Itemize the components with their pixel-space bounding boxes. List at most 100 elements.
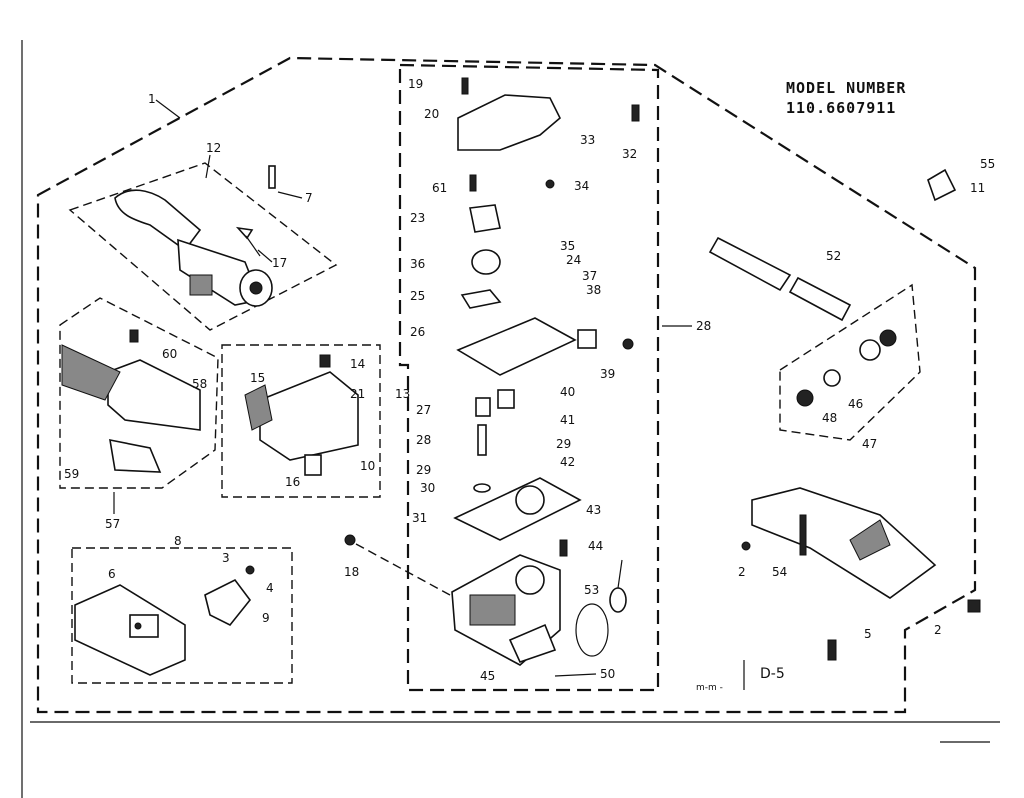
callout-24: 36 bbox=[410, 257, 425, 271]
callout-38: 38 bbox=[586, 283, 601, 297]
screw-2b bbox=[967, 599, 981, 613]
callout-4: 4 bbox=[266, 581, 274, 595]
callout-21: 21 bbox=[350, 387, 365, 401]
callout-32: 32 bbox=[622, 147, 637, 161]
screw-18 bbox=[344, 534, 356, 546]
callout-52: 11 bbox=[970, 181, 985, 195]
callout-35: 35 bbox=[560, 239, 575, 253]
valve-40 bbox=[497, 389, 515, 409]
callout-13: 13 bbox=[395, 387, 410, 401]
callout-9: 9 bbox=[262, 611, 270, 625]
screw-39 bbox=[622, 338, 634, 350]
group-57-box bbox=[59, 297, 219, 489]
thermocouple-loop bbox=[575, 559, 627, 657]
callout-61: 61 bbox=[432, 181, 447, 195]
bracket-23 bbox=[469, 204, 501, 233]
callout-57: 57 bbox=[105, 517, 120, 531]
callout-54: 54 bbox=[772, 565, 787, 579]
callout-11: 55 bbox=[980, 157, 995, 171]
callout-28: 28 bbox=[416, 433, 431, 447]
callout-60: 60 bbox=[162, 347, 177, 361]
callout-36: 24 bbox=[566, 253, 581, 267]
igniter-bracket bbox=[74, 565, 255, 676]
callout-31: 31 bbox=[412, 511, 427, 525]
callout-41: 41 bbox=[560, 413, 575, 427]
callout-8: 8 bbox=[174, 534, 182, 548]
assembly-outline bbox=[36, 56, 977, 714]
diaphragm-plate bbox=[456, 317, 577, 376]
model-number-label: MODEL NUMBER bbox=[786, 79, 906, 97]
callout-26: 26 bbox=[410, 325, 425, 339]
screw-5 bbox=[827, 639, 837, 661]
screw-7 bbox=[268, 165, 276, 189]
callout-16: 16 bbox=[285, 475, 300, 489]
callout-30: 30 bbox=[420, 481, 435, 495]
block-38 bbox=[577, 329, 597, 349]
callout-29b: 29 bbox=[556, 437, 571, 451]
callout-7: 7 bbox=[305, 191, 313, 205]
fittings-47-48 bbox=[796, 329, 897, 407]
page-code: D-5 bbox=[760, 666, 785, 682]
bracket-54 bbox=[751, 487, 937, 599]
valve-body-45 bbox=[451, 554, 561, 666]
screw-44 bbox=[559, 539, 568, 557]
washer-30 bbox=[473, 483, 491, 493]
callout-5: 5 bbox=[864, 627, 872, 641]
burner-tube bbox=[114, 189, 273, 307]
tube-46 bbox=[708, 236, 852, 322]
callout-55: 28 bbox=[696, 319, 711, 333]
callout-12: 12 bbox=[206, 141, 221, 155]
callout-43: 43 bbox=[586, 503, 601, 517]
valve-body-upper bbox=[453, 477, 582, 541]
callout-39: 39 bbox=[600, 367, 615, 381]
screw-32 bbox=[631, 104, 640, 122]
group-13-box bbox=[221, 344, 381, 498]
burner-group-box bbox=[68, 162, 338, 331]
callout-25: 25 bbox=[410, 289, 425, 303]
callout-50: 50 bbox=[600, 667, 615, 681]
pin-28 bbox=[477, 424, 487, 456]
callout-48: 46 bbox=[848, 397, 863, 411]
screw-19 bbox=[461, 77, 469, 95]
callout-47: 48 bbox=[822, 411, 837, 425]
screw-2a bbox=[741, 541, 751, 551]
model-number-value: 110.6607911 bbox=[786, 99, 896, 117]
switch-assembly bbox=[244, 354, 359, 476]
spring-27 bbox=[475, 397, 491, 417]
arrow-marker: m-m - bbox=[696, 683, 723, 693]
clip-11 bbox=[927, 168, 957, 202]
callout-58: 58 bbox=[192, 377, 207, 391]
callout-27: 27 bbox=[416, 403, 431, 417]
group-8-box bbox=[71, 547, 293, 684]
screw-61 bbox=[469, 174, 477, 192]
callout-17: 17 bbox=[272, 256, 287, 270]
callout-49: 47 bbox=[862, 437, 877, 451]
callout-37: 37 bbox=[582, 269, 597, 283]
callout-2a: 2 bbox=[738, 565, 746, 579]
screw-17 bbox=[235, 226, 261, 257]
callout-44: 44 bbox=[588, 539, 603, 553]
callout-53: 53 bbox=[584, 583, 599, 597]
cover-20 bbox=[457, 94, 561, 151]
plate-25 bbox=[460, 289, 502, 309]
callout-29a: 29 bbox=[416, 463, 431, 477]
callout-15: 15 bbox=[250, 371, 265, 385]
callout-10: 10 bbox=[360, 459, 375, 473]
callout-40: 40 bbox=[560, 385, 575, 399]
magnet-24 bbox=[471, 249, 501, 275]
valve-group-box bbox=[398, 63, 660, 692]
callout-19: 19 bbox=[408, 77, 423, 91]
callout-46: 52 bbox=[826, 249, 841, 263]
callout-20: 20 bbox=[424, 107, 439, 121]
nut-34 bbox=[545, 179, 555, 189]
callout-59: 59 bbox=[64, 467, 79, 481]
group-49-box bbox=[779, 283, 921, 441]
callout-14: 14 bbox=[350, 357, 365, 371]
callout-42: 42 bbox=[560, 455, 575, 469]
callout-45: 45 bbox=[480, 669, 495, 683]
callout-1: 1 bbox=[148, 92, 156, 106]
callout-3: 3 bbox=[222, 551, 230, 565]
callout-6: 6 bbox=[108, 567, 116, 581]
callout-18: 18 bbox=[344, 565, 359, 579]
